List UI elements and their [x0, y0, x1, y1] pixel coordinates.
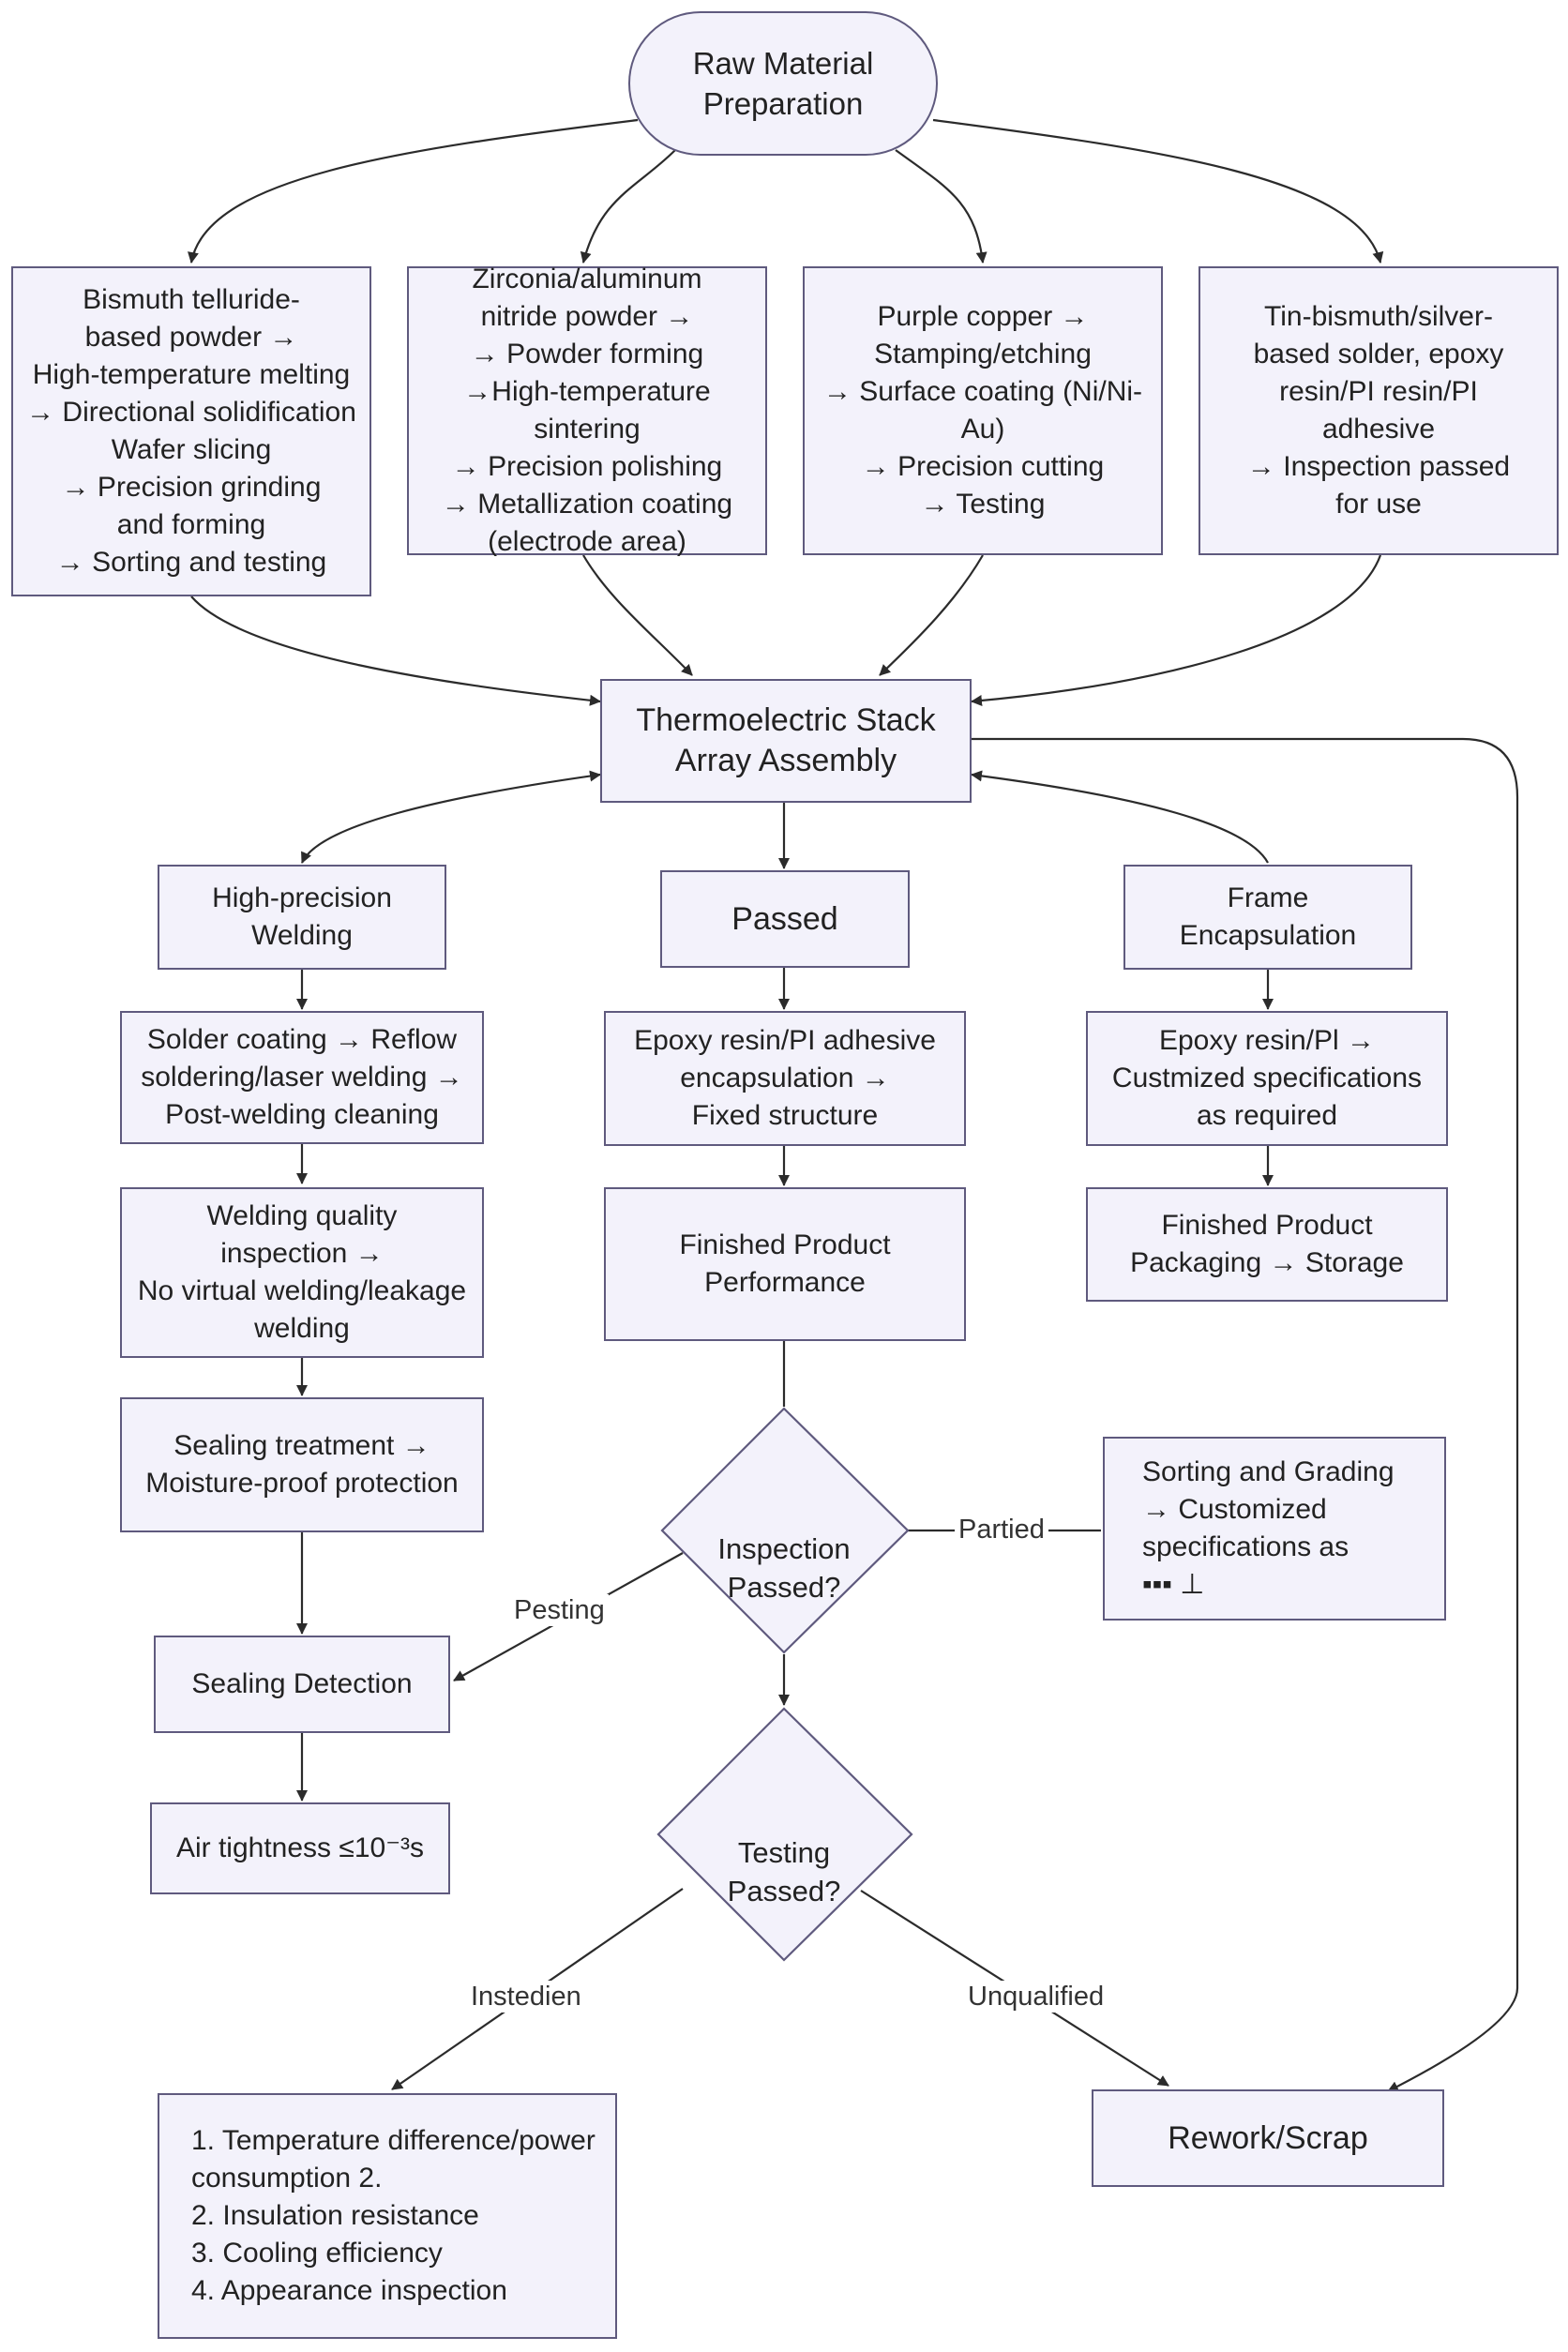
stack-assembly-label: Thermoelectric Stack Array Assembly	[636, 702, 936, 778]
finished-packaging-node: Finished Product Packaging → Storage	[1086, 1187, 1448, 1302]
edge-stack-to-rework	[972, 737, 1519, 2092]
air-tightness-node: Air tightness ≤10⁻³s	[150, 1802, 450, 1894]
edge-solder-to-stack	[971, 554, 1382, 707]
raw-material-label: Raw Material Preparation	[692, 46, 874, 121]
copper-process-node: Purple copper → Stamping/etching → Surfa…	[803, 266, 1163, 555]
inspection-passed-text: Inspection Passed?	[717, 1532, 851, 1604]
edge-label-partied: Partied	[955, 1514, 1048, 1545]
edge-bismuth-to-stack	[190, 596, 601, 706]
solder-coating-node: Solder coating → Reflow soldering/laser …	[120, 1011, 484, 1144]
sealing-treatment-node: Sealing treatment → Moisture-proof prote…	[120, 1397, 484, 1532]
raw-material-node: Raw Material Preparation	[628, 11, 938, 156]
edge-label-instedien: Instedien	[467, 1981, 585, 2013]
testing-passed-text: Testing Passed?	[727, 1836, 841, 1907]
edge-raw-to-zirconia	[580, 149, 676, 264]
zirconia-process-label: Zirconia/aluminum nitride powder → → Pow…	[441, 264, 733, 557]
zirconia-process-node: Zirconia/aluminum nitride powder → → Pow…	[407, 264, 767, 557]
welding-quality-node: Welding quality inspection → No virtual …	[120, 1187, 484, 1358]
edge-stack-to-frame	[971, 770, 1269, 864]
epoxy-encapsulation-node: Epoxy resin/PI adhesive encapsulation → …	[604, 1011, 966, 1146]
testing-passed-question: Testing Passed?	[671, 1795, 897, 1910]
sorting-grading-node: Sorting and Grading → Customized specifi…	[1103, 1437, 1446, 1621]
copper-process-label: Purple copper → Stamping/etching → Surfa…	[822, 301, 1143, 520]
finished-packaging-label: Finished Product Packaging → Storage	[1130, 1210, 1404, 1278]
epoxy-custom-label: Epoxy resin/Pl → Custmized specification…	[1111, 1025, 1423, 1131]
rework-scrap-node: Rework/Scrap	[1092, 2089, 1444, 2187]
testing-diamond	[656, 1707, 913, 1962]
test-items-list-node: 1. Temperature difference/power consumpt…	[158, 2093, 617, 2339]
sorting-grading-label: Sorting and Grading → Customized specifi…	[1142, 1456, 1395, 1600]
edge-label-pesting: Pesting	[510, 1594, 609, 1626]
air-tightness-label: Air tightness ≤10⁻³s	[175, 1832, 425, 1863]
inspection-passed-question: Inspection Passed?	[671, 1491, 897, 1606]
sealing-detection-label: Sealing Detection	[191, 1668, 413, 1699]
frame-encapsulation-node: Frame Encapsulation	[1123, 865, 1412, 970]
edge-label-unqualified: Unqualified	[964, 1981, 1108, 2013]
epoxy-custom-node: Epoxy resin/Pl → Custmized specification…	[1086, 1011, 1448, 1146]
edge-copper-to-stack	[879, 554, 984, 676]
sealing-treatment-label: Sealing treatment → Moisture-proof prote…	[145, 1430, 459, 1499]
test-items-list-label: 1. Temperature difference/power consumpt…	[191, 2125, 596, 2306]
edge-zirconia-to-stack	[582, 554, 693, 676]
frame-encapsulation-label: Frame Encapsulation	[1179, 882, 1357, 951]
stack-assembly-node: Thermoelectric Stack Array Assembly	[600, 679, 972, 803]
sealing-detection-node: Sealing Detection	[154, 1636, 450, 1733]
epoxy-encapsulation-label: Epoxy resin/PI adhesive encapsulation → …	[634, 1025, 936, 1131]
finished-performance-label: Finished Product Performance	[679, 1229, 891, 1298]
bismuth-process-label: Bismuth telluride- based powder → High-t…	[26, 284, 356, 578]
inspection-diamond	[660, 1407, 910, 1654]
edge-raw-to-bismuth	[188, 118, 639, 264]
solder-material-node: Tin-bismuth/silver- based solder, epoxy …	[1199, 266, 1559, 555]
passed-node: Passed	[660, 870, 910, 968]
rework-scrap-label: Rework/Scrap	[1168, 2119, 1368, 2156]
edge-raw-to-solder	[932, 118, 1384, 264]
edge-raw-to-copper	[895, 149, 988, 264]
welding-quality-label: Welding quality inspection → No virtual …	[137, 1200, 467, 1344]
high-precision-welding-node: High-precision Welding	[158, 865, 446, 970]
solder-material-label: Tin-bismuth/silver- based solder, epoxy …	[1246, 301, 1511, 520]
edge-stack-to-welding	[300, 770, 601, 864]
solder-coating-label: Solder coating → Reflow soldering/laser …	[141, 1024, 463, 1130]
high-precision-welding-label: High-precision Welding	[212, 882, 392, 951]
finished-performance-node: Finished Product Performance	[604, 1187, 966, 1341]
passed-label: Passed	[731, 900, 838, 937]
bismuth-process-node: Bismuth telluride- based powder → High-t…	[11, 266, 371, 596]
